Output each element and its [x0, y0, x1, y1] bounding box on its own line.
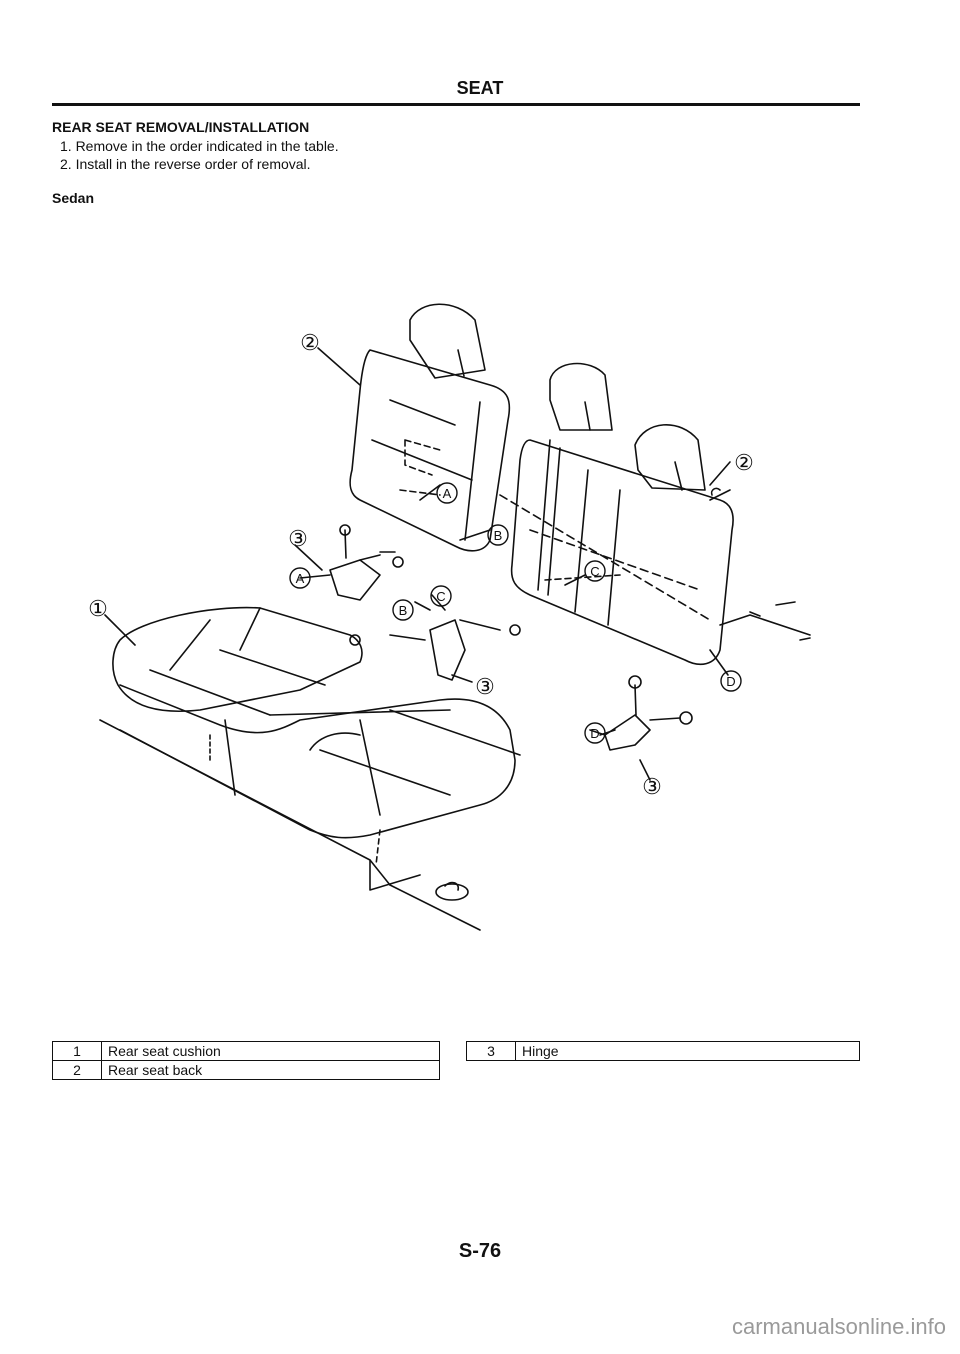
hinge-center: [349, 619, 521, 681]
seat-diagram: ② ③ ① ③ ③ ② A A B B C C D D: [88, 303, 811, 931]
part-name: Hinge: [515, 1041, 860, 1061]
seat-cushion: [99, 606, 521, 931]
marker-b-2: B: [399, 603, 408, 618]
connection-markers: [289, 482, 742, 744]
callout-3-left: ③: [288, 526, 308, 551]
part-number: 3: [466, 1041, 516, 1061]
header-rule: [52, 103, 860, 106]
marker-letters: A A B B C C D D: [296, 486, 736, 741]
callout-1: ①: [88, 596, 108, 621]
callout-2-right: ②: [734, 450, 754, 475]
table-row: 1 Rear seat cushion: [52, 1041, 440, 1061]
leader-lines: [104, 347, 811, 781]
part-name: Rear seat back: [101, 1060, 440, 1080]
exploded-view-figure: ② ③ ① ③ ③ ② A A B B C C D D: [60, 290, 860, 950]
marker-d-1: D: [590, 726, 599, 741]
hinge-right: [589, 675, 693, 751]
watermark: carmanualsonline.info: [731, 1314, 946, 1339]
right-seat-back: [499, 362, 811, 666]
marker-d-2: D: [726, 674, 735, 689]
variant-label: Sedan: [52, 190, 95, 206]
callout-3-center: ③: [475, 674, 495, 699]
parts-table-left: 1 Rear seat cushion 2 Rear seat back: [52, 1041, 440, 1080]
marker-a-1: A: [443, 486, 452, 501]
step-2: 2. Install in the reverse order of remov…: [60, 156, 311, 172]
hinge-left: [299, 524, 404, 601]
left-seat-back: [349, 303, 511, 552]
parts-table-right: 3 Hinge: [466, 1041, 860, 1061]
part-number: 2: [52, 1060, 102, 1080]
marker-c-1: C: [436, 589, 445, 604]
marker-c-2: C: [590, 564, 599, 579]
part-number: 1: [52, 1041, 102, 1061]
marker-b-1: B: [494, 528, 503, 543]
page-header-title: SEAT: [456, 78, 504, 98]
callouts: ② ③ ① ③ ③ ②: [88, 330, 754, 799]
table-row: 3 Hinge: [466, 1041, 860, 1061]
table-row: 2 Rear seat back: [52, 1060, 440, 1080]
part-name: Rear seat cushion: [101, 1041, 440, 1061]
procedure-steps: 1. Remove in the order indicated in the …: [60, 137, 339, 173]
callout-3-right: ③: [642, 774, 662, 799]
page-number: S-76: [458, 1240, 502, 1262]
section-title: REAR SEAT REMOVAL/INSTALLATION: [52, 119, 310, 135]
marker-a-2: A: [296, 571, 305, 586]
callout-2-left: ②: [300, 330, 320, 355]
step-1: 1. Remove in the order indicated in the …: [60, 138, 339, 154]
